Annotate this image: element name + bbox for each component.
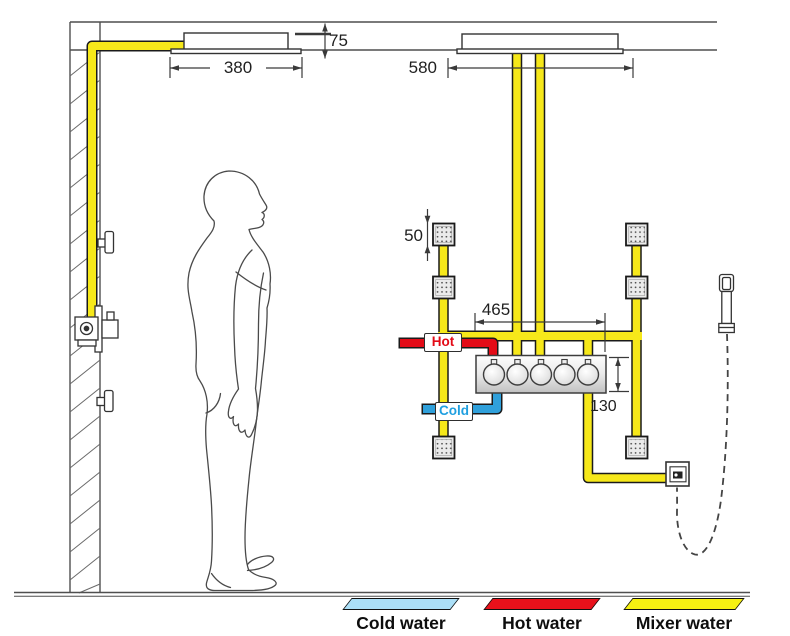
hand-shower-outlet <box>665 461 690 487</box>
legend: Cold water Hot water Mixer water <box>0 598 790 636</box>
wall-knob-lower <box>96 389 114 413</box>
human-figure <box>187 170 277 592</box>
legend-item-hot-water: Hot water <box>483 598 601 634</box>
body-jet <box>625 275 649 300</box>
right-head-width-dimension: 580 <box>408 58 437 77</box>
human-arm <box>227 249 265 438</box>
legend-item-cold-water: Cold water <box>342 598 460 634</box>
hot-water-label: Hot <box>424 333 462 352</box>
wall-knob-upper <box>97 230 115 254</box>
dim-75 <box>295 23 331 59</box>
dim-130 <box>609 356 629 393</box>
left-shower-head <box>170 32 302 55</box>
body-jet <box>625 222 649 247</box>
body-jet <box>432 222 456 247</box>
valve-height-dimension: 130 <box>590 398 617 415</box>
mixer-pipes <box>88 42 668 482</box>
mixer-knob <box>482 358 506 386</box>
ceiling-drop-dimension: 75 <box>329 31 348 50</box>
floor-line <box>14 591 750 597</box>
legend-label: Mixer water <box>635 613 733 633</box>
dim-465 <box>474 313 606 352</box>
body-jet <box>432 275 456 300</box>
mixer-valve <box>475 354 607 394</box>
body-jet <box>432 435 456 460</box>
legend-label: Hot water <box>502 613 582 633</box>
valve-width-dimension: 465 <box>481 300 511 319</box>
body-jet-size-dimension: 50 <box>404 226 423 245</box>
legend-item-mixer-water: Mixer water <box>623 598 745 634</box>
wall-valve <box>74 305 119 353</box>
legend-label: Cold water <box>356 613 446 633</box>
hand-shower <box>718 273 735 334</box>
mixer-knob <box>529 358 553 386</box>
right-shower-head <box>456 33 624 55</box>
body-jets <box>432 222 649 460</box>
dim-580 <box>447 58 634 78</box>
mixer-pipes-outline <box>86 40 667 484</box>
cold-water-label: Cold <box>435 402 473 421</box>
mixer-knob <box>553 358 576 386</box>
mixer-water-swatch <box>623 598 745 610</box>
wall-hatching <box>69 51 101 594</box>
cold-water-swatch <box>342 598 460 610</box>
mixer-knobs <box>482 358 600 386</box>
mixer-knob <box>576 358 600 386</box>
body-jet <box>625 435 649 460</box>
hot-water-swatch <box>483 598 601 610</box>
dim-50 <box>424 209 431 261</box>
left-head-width-dimension: 380 <box>210 58 266 78</box>
hand-shower-hose <box>676 333 729 556</box>
mixer-knob <box>506 358 529 386</box>
